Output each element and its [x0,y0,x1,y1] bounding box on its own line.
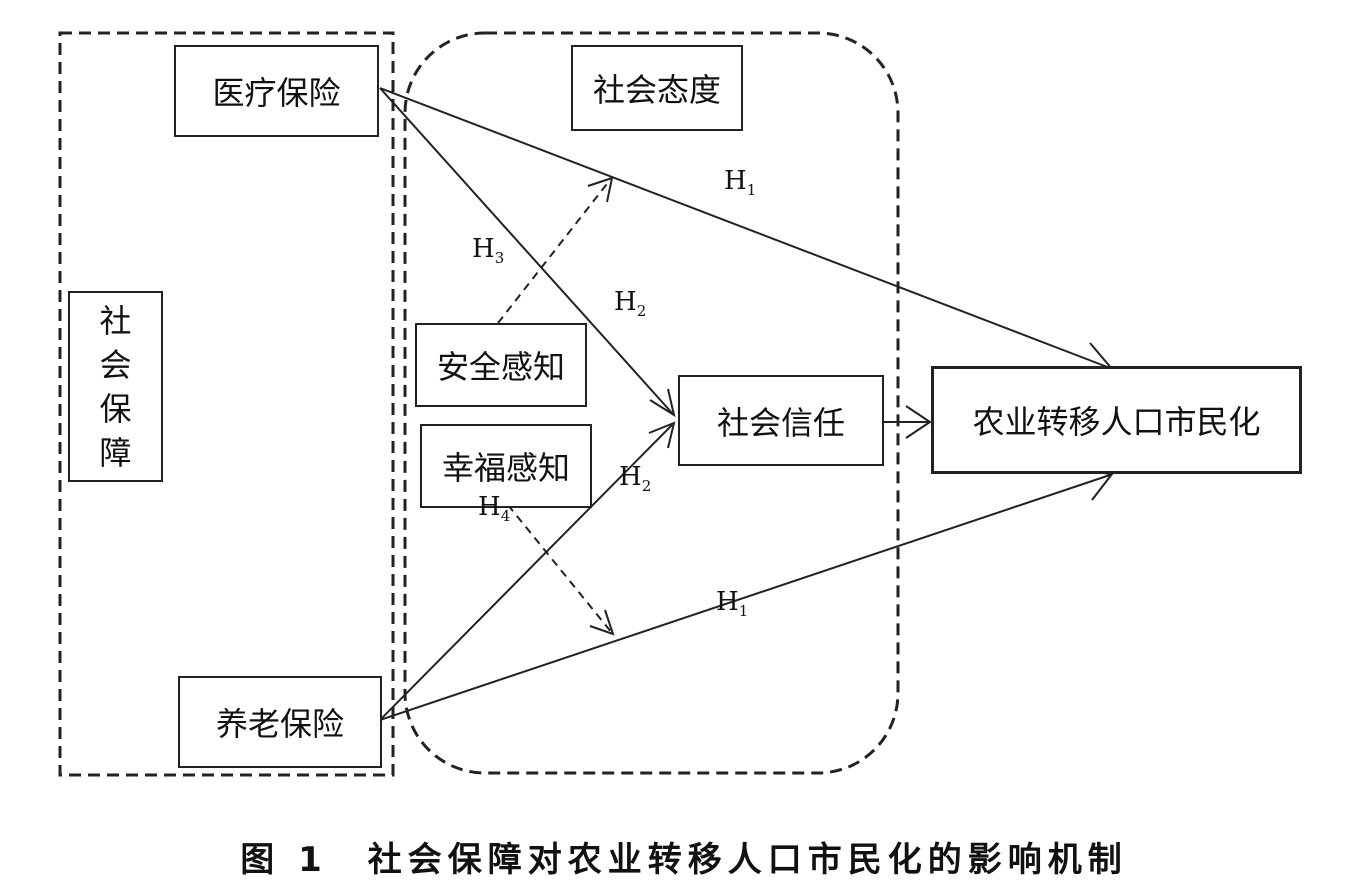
medical-insurance-label: 医疗保险 [212,74,341,112]
arrowhead-medical-to-trust [649,388,676,418]
arrow-safety-moderation [497,179,611,324]
social-security-group [58,31,395,777]
hypothesis-letter: H [472,234,495,264]
safety-perception-box: 安全感知 [415,323,587,407]
hypothesis-subscript: 1 [738,602,749,620]
arrowhead-safety-moderation [587,176,614,203]
hypothesis-letter: H [478,492,501,522]
hypothesis-subscript: 2 [636,302,647,320]
social-trust-label: 社会信任 [716,403,845,442]
social-security-box: 社 会 保 障 [68,291,163,482]
arrow-happiness-moderation [507,504,613,634]
arrowhead-happiness-moderation [589,609,615,636]
pension-insurance-label: 养老保险 [215,705,344,743]
arrow-medical-to-trust [379,87,673,414]
hypothesis-letter: H [614,287,637,317]
hypothesis-subscript: 2 [641,477,652,495]
hypothesis-h1-bottom: H1 [716,587,748,620]
social-security-char: 障 [99,433,132,472]
arrow-pension-to-trust [379,424,673,721]
hypothesis-subscript: 1 [746,181,757,199]
hypothesis-letter: H [724,166,747,196]
social-attitude-label: 社会态度 [592,71,721,109]
outcome-box: 农业转移人口市民化 [931,366,1302,474]
figure-caption: 图 1 社会保障对农业转移人口市民化的影响机制 [240,840,1128,880]
hypothesis-letter: H [619,462,642,492]
hypothesis-h2-bottom: H2 [619,462,651,495]
safety-perception-label: 安全感知 [436,348,565,386]
social-security-char: 社 [99,301,132,340]
hypothesis-h3: H3 [472,234,504,267]
social-security-char: 保 [99,389,132,428]
happiness-perception-label: 幸福感知 [441,449,570,487]
hypothesis-h1-top: H1 [724,166,756,199]
hypothesis-subscript: 3 [494,249,505,267]
happiness-perception-box: 幸福感知 [420,424,592,508]
medical-insurance-box: 医疗保险 [174,45,379,137]
arrow-medical-to-outcome [379,87,1111,369]
hypothesis-letter: H [716,587,739,617]
social-trust-box: 社会信任 [678,375,884,466]
hypothesis-h4: H4 [478,492,510,525]
hypothesis-h2-top: H2 [614,287,646,320]
outcome-label: 农业转移人口市民化 [972,403,1261,441]
pension-insurance-box: 养老保险 [178,676,382,768]
arrowhead-trust-to-outcome [905,405,932,439]
social-attitude-group [403,31,900,775]
arrow-pension-to-outcome [379,474,1111,721]
social-security-char: 会 [99,345,132,384]
social-attitude-box: 社会态度 [571,45,743,131]
hypothesis-subscript: 4 [500,507,511,525]
arrowhead-pension-to-trust [648,421,676,449]
